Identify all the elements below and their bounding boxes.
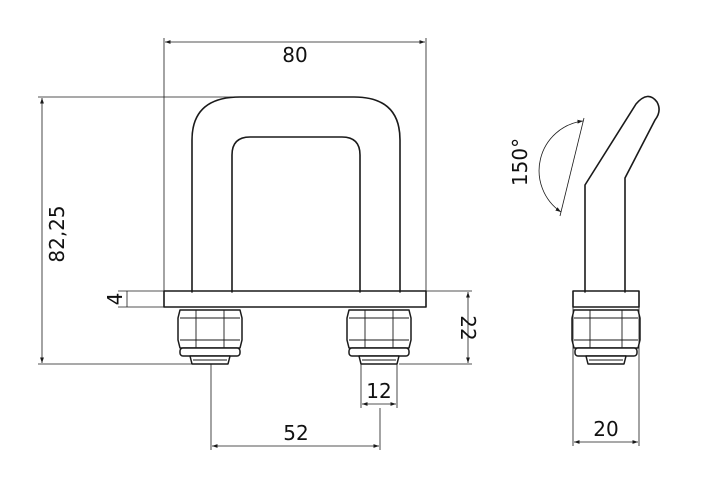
dimension-thread-diameter: 12 <box>360 364 398 408</box>
dimension-overall-height: 82,25 <box>38 96 240 365</box>
dimension-plate-thickness: 4 <box>103 290 164 308</box>
dimension-label-bend-angle: 150° <box>508 138 532 186</box>
side-plate <box>572 290 640 308</box>
right-nut <box>346 309 412 365</box>
dimension-label-plate-thickness: 4 <box>103 293 127 306</box>
dimension-bend-angle: 150° <box>508 117 585 217</box>
dimension-center-distance: 52 <box>210 364 381 450</box>
front-view: 80 82,25 4 22 12 <box>38 38 480 450</box>
dimension-label-overall-height: 82,25 <box>45 205 69 262</box>
u-bolt-inner-outline <box>231 136 361 293</box>
dimension-nut-height: 22 <box>399 290 480 365</box>
dimension-label-side-width: 20 <box>593 417 618 441</box>
dimension-label-center-distance: 52 <box>283 421 308 445</box>
dimension-side-width: 20 <box>572 307 640 446</box>
dimension-label-overall-width: 80 <box>282 43 307 67</box>
side-nut <box>571 309 641 365</box>
dimension-overall-width: 80 <box>163 38 427 291</box>
side-view: 150° 20 <box>508 95 660 446</box>
dimension-label-nut-height: 22 <box>456 315 480 340</box>
left-nut <box>177 309 243 365</box>
u-bolt-outer-outline <box>191 96 401 293</box>
dimension-label-thread-diameter: 12 <box>366 379 391 403</box>
bent-rod-outline <box>584 95 660 293</box>
base-plate <box>163 290 427 308</box>
